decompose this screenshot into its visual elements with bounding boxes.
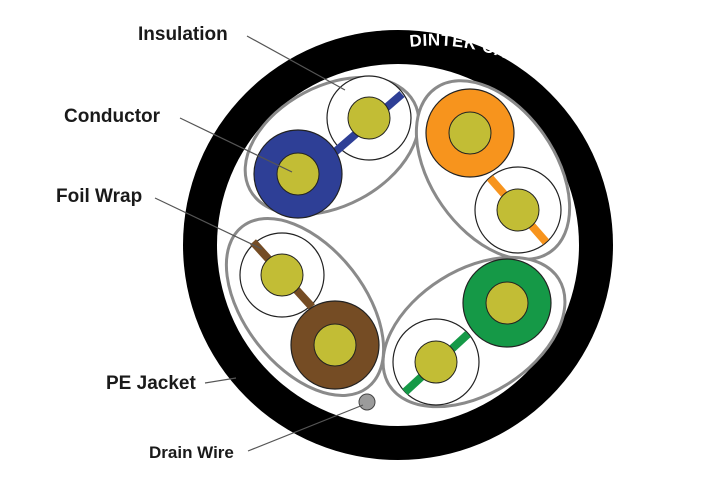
- leader-insulation: [246, 35, 346, 91]
- conductor-brown: [313, 323, 357, 367]
- conductor-orange-white: [496, 188, 540, 232]
- leader-drain-wire: [247, 404, 364, 452]
- label-pe-jacket: PE Jacket: [106, 373, 196, 394]
- conductor-green: [485, 281, 529, 325]
- label-drain-wire: Drain Wire: [149, 443, 234, 462]
- conductor-blue: [276, 152, 320, 196]
- brown-pair: [224, 217, 386, 397]
- conductor-blue-white: [347, 96, 391, 140]
- orange-pair: [414, 79, 572, 261]
- conductor-brown-white: [260, 253, 304, 297]
- green-pair: [381, 255, 567, 409]
- label-insulation: Insulation: [138, 24, 228, 45]
- label-conductor: Conductor: [64, 106, 161, 127]
- drain-wire: [358, 393, 376, 411]
- blue-pair: [243, 75, 421, 219]
- conductor-green-white: [414, 340, 458, 384]
- leader-foil-wrap: [154, 197, 263, 250]
- label-foil-wrap: Foil Wrap: [56, 186, 142, 207]
- leader-pe-jacket: [204, 377, 237, 384]
- leader-conductor: [179, 117, 293, 173]
- conductor-orange: [448, 111, 492, 155]
